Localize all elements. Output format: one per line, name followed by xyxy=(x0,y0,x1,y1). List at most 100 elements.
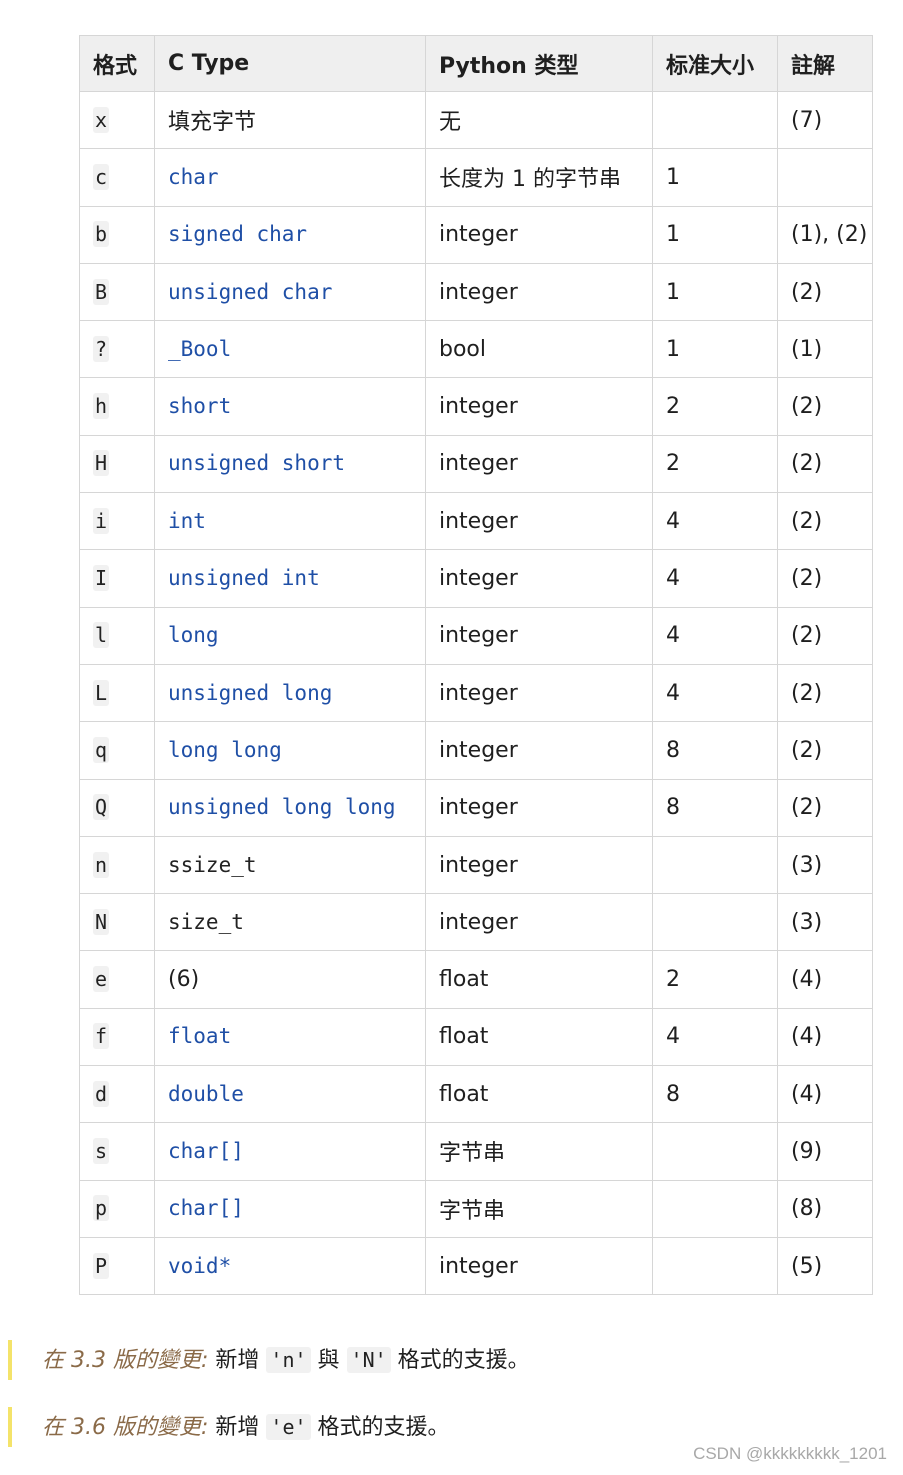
c-type-link[interactable]: void* xyxy=(168,1253,232,1278)
format-char-cell: c xyxy=(79,148,155,207)
c-type-link[interactable]: unsigned int xyxy=(168,566,320,591)
format-char-cell: H xyxy=(79,434,155,494)
c-type-link[interactable]: unsigned char xyxy=(168,279,333,304)
change-text: 新增 xyxy=(215,1415,260,1440)
standard-size-cell xyxy=(652,1236,778,1296)
notes-cell: (3) xyxy=(777,835,873,895)
c-type-link[interactable]: signed char xyxy=(168,222,308,247)
c-type-link[interactable]: _Bool xyxy=(168,336,232,361)
python-type-cell: float xyxy=(425,950,653,1009)
python-type-cell: integer xyxy=(425,663,653,723)
format-char: L xyxy=(93,679,110,706)
format-char: N xyxy=(93,908,110,935)
change-text: 新增 xyxy=(215,1348,260,1373)
standard-size-cell: 4 xyxy=(652,606,778,665)
c-type-cell: short xyxy=(154,377,426,436)
inline-code: 'e' xyxy=(266,1414,311,1440)
c-type-cell: double xyxy=(154,1065,426,1124)
c-type-cell: unsigned char xyxy=(154,262,426,322)
standard-size-cell: 8 xyxy=(652,1065,778,1124)
c-type-cell: unsigned int xyxy=(154,549,426,608)
c-type-text: ssize_t xyxy=(168,852,257,877)
version-label: 在 3.3 版的變更: xyxy=(42,1348,209,1373)
format-char-cell: b xyxy=(79,205,155,264)
notes-cell: (2) xyxy=(777,663,873,723)
notes-cell: (7) xyxy=(777,90,873,150)
c-type-link[interactable]: char[] xyxy=(168,1138,244,1163)
format-char: e xyxy=(93,966,110,993)
standard-size-cell: 1 xyxy=(652,205,778,264)
notes-cell: (2) xyxy=(777,434,873,494)
c-type-link[interactable]: float xyxy=(168,1024,232,1049)
standard-size-cell: 4 xyxy=(652,492,778,551)
standard-size-cell xyxy=(652,1122,778,1181)
format-char-cell: L xyxy=(79,663,155,723)
c-type-link[interactable]: char xyxy=(168,164,219,189)
standard-size-cell xyxy=(652,835,778,895)
c-type-link[interactable]: int xyxy=(168,508,206,533)
format-char: h xyxy=(93,393,110,420)
c-type-cell: 填充字节 xyxy=(154,90,426,150)
format-char: I xyxy=(93,565,110,592)
c-type-cell: char[] xyxy=(154,1122,426,1181)
format-char: ? xyxy=(93,335,110,362)
version-label: 在 3.6 版的變更: xyxy=(42,1415,209,1440)
header-c-type: C Type xyxy=(154,35,426,92)
c-type-cell: unsigned short xyxy=(154,434,426,494)
notes-cell: (2) xyxy=(777,549,873,608)
python-type-cell: 长度为 1 的字节串 xyxy=(425,148,653,207)
python-type-cell: bool xyxy=(425,320,653,379)
version-change-note: 在 3.3 版的變更: 新增 'n' 與 'N' 格式的支援。 xyxy=(8,1340,530,1380)
c-type-link[interactable]: long xyxy=(168,623,219,648)
change-text: 格式的支援。 xyxy=(317,1415,450,1440)
c-type-cell: int xyxy=(154,492,426,551)
c-type-link[interactable]: double xyxy=(168,1081,244,1106)
format-char-cell: e xyxy=(79,950,155,1009)
python-type-cell: integer xyxy=(425,434,653,494)
python-type-cell: integer xyxy=(425,1236,653,1296)
c-type-link[interactable]: short xyxy=(168,394,232,419)
notes-cell: (5) xyxy=(777,1236,873,1296)
inline-code: 'N' xyxy=(346,1347,391,1373)
notes-cell: (2) xyxy=(777,721,873,780)
standard-size-cell: 1 xyxy=(652,262,778,322)
watermark: CSDN @kkkkkkkkk_1201 xyxy=(693,1444,887,1463)
format-char: f xyxy=(93,1023,110,1050)
python-type-cell: 字节串 xyxy=(425,1179,653,1238)
format-char: p xyxy=(93,1195,110,1222)
c-type-link[interactable]: unsigned long xyxy=(168,680,333,705)
c-type-link[interactable]: unsigned short xyxy=(168,451,346,476)
standard-size-cell: 4 xyxy=(652,663,778,723)
format-char-cell: s xyxy=(79,1122,155,1181)
standard-size-cell: 4 xyxy=(652,1007,778,1067)
c-type-link[interactable]: long long xyxy=(168,737,282,762)
format-char: n xyxy=(93,851,110,878)
format-char: B xyxy=(93,278,110,305)
format-char: q xyxy=(93,736,110,763)
python-type-cell: integer xyxy=(425,778,653,837)
c-type-cell: char xyxy=(154,148,426,207)
format-char-cell: N xyxy=(79,893,155,952)
c-type-link[interactable]: char[] xyxy=(168,1196,244,1221)
format-char-cell: ? xyxy=(79,320,155,379)
format-char-cell: h xyxy=(79,377,155,436)
c-type-link[interactable]: unsigned long long xyxy=(168,795,396,820)
c-type-cell: _Bool xyxy=(154,320,426,379)
standard-size-cell: 8 xyxy=(652,778,778,837)
standard-size-cell: 1 xyxy=(652,148,778,207)
